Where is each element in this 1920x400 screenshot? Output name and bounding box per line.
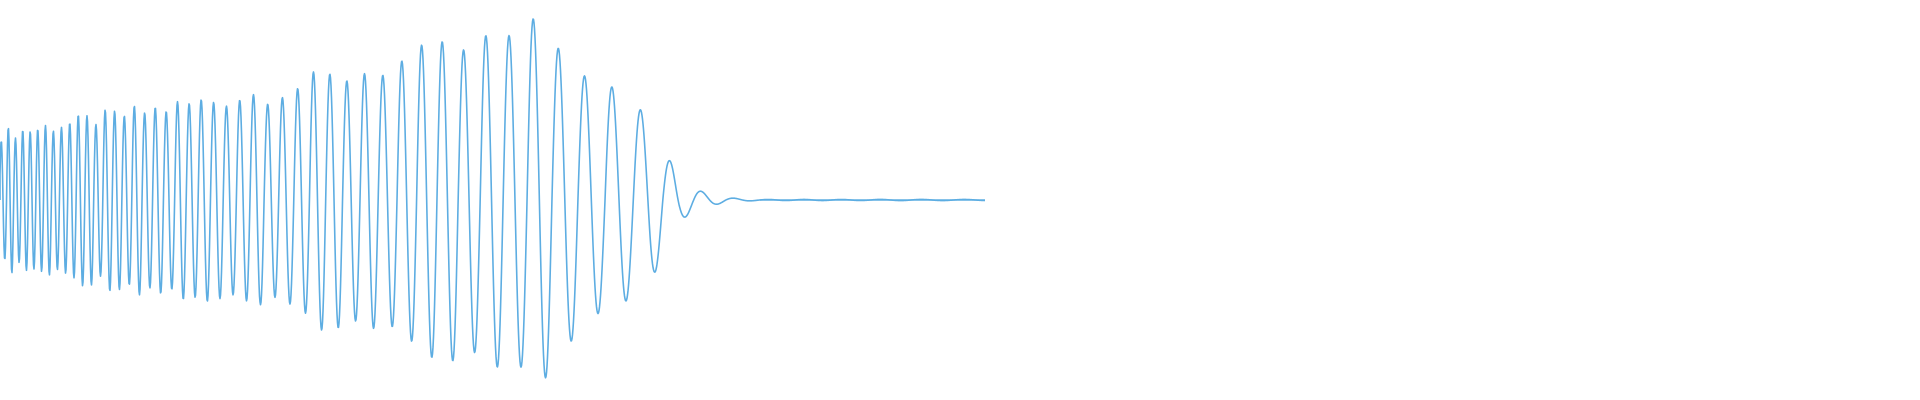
waveform-path — [0, 18, 986, 379]
